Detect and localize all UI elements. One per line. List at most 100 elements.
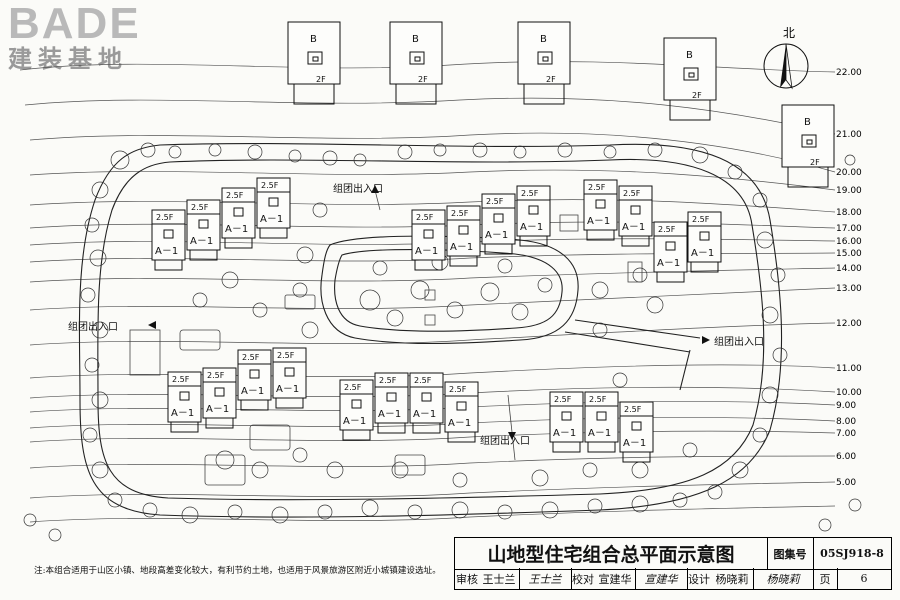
check-name: 宣建华 — [598, 572, 632, 586]
building-type-label: B — [412, 34, 419, 45]
review-name: 王士兰 — [482, 572, 516, 586]
floor-label: 2.5F — [379, 376, 397, 385]
check-label: 校对 — [572, 572, 594, 586]
floor-label: 2.5F — [588, 183, 606, 192]
house-b: B2F — [663, 37, 717, 121]
contour-line — [19, 61, 836, 73]
floor-label: 2.5F — [449, 385, 467, 394]
building-type-label: A－1 — [520, 222, 543, 233]
elevation-label: 7.00 — [836, 429, 856, 439]
floor-label: 2.5F — [156, 213, 174, 222]
elevation-label: 12.00 — [836, 319, 862, 329]
title-block: 山地型住宅组合总平面示意图 图集号 05SJ918-8 审核 王士兰 王士兰 校… — [454, 537, 892, 590]
design-signature: 杨晓莉 — [766, 572, 800, 586]
building-type-label: A－1 — [691, 248, 714, 259]
floor-label: 2.5F — [589, 395, 607, 404]
floor-label: 2.5F — [623, 189, 641, 198]
floor-label: 2.5F — [191, 203, 209, 212]
building-type-label: A－1 — [448, 418, 471, 429]
review-signature: 王士兰 — [528, 572, 562, 586]
building-type-label: A－1 — [587, 216, 610, 227]
building-type-label: B — [804, 117, 811, 128]
design-label: 设计 — [688, 572, 710, 586]
atlas-label: 图集号 — [773, 547, 807, 561]
floor-label: 2.5F — [451, 209, 469, 218]
elevation-label: 18.00 — [836, 208, 862, 218]
building-type-label: A－1 — [155, 246, 178, 257]
building-clusters-a: 2.5F A－1 2.5F A－1 2.5F A－1 2.5F A－1 2.5F A－1 2.5F A… — [151, 177, 722, 463]
house-b: B2F — [781, 104, 835, 188]
house-b: B 2F — [389, 21, 443, 105]
elevation-label: 15.00 — [836, 249, 862, 259]
title-row: 山地型住宅组合总平面示意图 图集号 05SJ918-8 — [454, 537, 892, 570]
contour-line — [24, 97, 836, 135]
floor-label: 2.5F — [226, 191, 244, 200]
house-a1: 2.5F A－1 — [618, 185, 653, 247]
contour-line — [29, 505, 836, 523]
house-a1: 2.5FA－1 — [186, 199, 221, 261]
house-a1: 2.5FA－1 — [167, 371, 202, 433]
floor-label: 2.5F — [486, 197, 504, 206]
contour-line — [29, 267, 836, 283]
signature-row: 审核 王士兰 王士兰 校对 宣建华 宣建华 设计 杨晓莉 杨晓莉 页 6 — [454, 568, 892, 590]
building-type-label: A－1 — [378, 409, 401, 420]
house-b: B2F — [517, 21, 571, 105]
elevation-label: 17.00 — [836, 224, 862, 234]
elevation-label: 14.00 — [836, 264, 862, 274]
building-type-label: A－1 — [225, 224, 248, 235]
house-a1: 2.5FA－1 — [481, 193, 516, 255]
entrance-label: 组团出入口 — [480, 434, 530, 447]
building-type-label: A－1 — [623, 438, 646, 449]
building-type-label: A－1 — [276, 384, 299, 395]
elevation-label: 5.00 — [836, 478, 856, 488]
elevation-labels: 22.0021.0020.0019.0018.0017.0016.0015.00… — [836, 68, 862, 488]
building-type-label: A－1 — [206, 404, 229, 415]
building-type-label: A－1 — [171, 408, 194, 419]
check-signature: 宣建华 — [644, 572, 678, 586]
atlas-number: 05SJ918-8 — [820, 547, 884, 560]
house-a1: 2.5F A－1 — [374, 372, 409, 434]
house-a1: 2.5FA－1 — [411, 209, 446, 271]
building-type-label: A－1 — [622, 222, 645, 233]
building-type-label: A－1 — [657, 258, 680, 269]
house-a1: 2.5F A－1 — [446, 205, 481, 267]
floor-label: 2.5F — [242, 353, 260, 362]
bade-logo: BADE 建装基地 — [8, 2, 141, 73]
floor-label: 2.5F — [416, 213, 434, 222]
house-a1: 2.5F A－1 — [584, 391, 619, 453]
entrance-label: 组团出入口 — [333, 182, 383, 195]
house-a1: 2.5F A－1 — [151, 209, 186, 271]
building-type-label: A－1 — [588, 428, 611, 439]
entrance-arrow-icon — [702, 336, 710, 344]
page-number: 6 — [860, 572, 868, 585]
floor-label: 2F — [418, 75, 428, 84]
house-a1: 2.5F A－1 — [653, 221, 688, 283]
floor-label: 2F — [316, 75, 326, 84]
floor-label: 2.5F — [344, 383, 362, 392]
drawing-title: 山地型住宅组合总平面示意图 — [487, 544, 735, 566]
building-type-label: A－1 — [450, 242, 473, 253]
north-arrow-icon: 北 — [763, 26, 809, 90]
house-a1: 2.5FA－1 — [272, 347, 307, 409]
design-name: 杨晓莉 — [715, 572, 749, 586]
floor-label: 2.5F — [414, 376, 432, 385]
entrance-arrow-icon — [148, 321, 156, 329]
elevation-label: 21.00 — [836, 130, 862, 140]
building-type-label: A－1 — [260, 214, 283, 225]
review-label: 审核 — [456, 572, 478, 586]
floor-label: 2.5F — [658, 225, 676, 234]
house-a1: 2.5F A－1 — [583, 179, 618, 241]
house-a1: 2.5F A－1 — [619, 401, 654, 463]
north-label: 北 — [783, 26, 795, 40]
contour-line — [29, 287, 836, 311]
floor-label: 2.5F — [624, 405, 642, 414]
elevation-label: 6.00 — [836, 452, 856, 462]
contour-line — [29, 455, 836, 469]
trees — [23, 142, 862, 542]
walkways — [129, 189, 643, 486]
floor-label: 2.5F — [261, 181, 279, 190]
floor-label: 2.5F — [554, 395, 572, 404]
house-a1: 2.5FA－1 — [687, 211, 722, 273]
